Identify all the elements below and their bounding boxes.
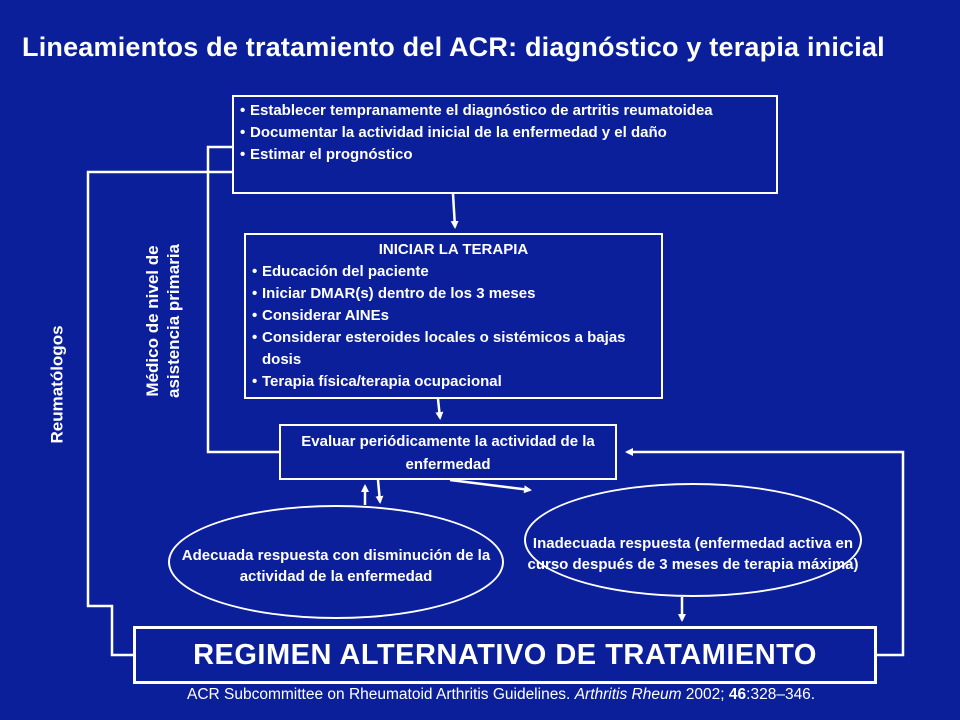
feedback-loop xyxy=(625,448,905,657)
therapy-item: Considerar esteroides locales o sistémic… xyxy=(252,327,655,371)
arrow-diagnosis-to-therapy xyxy=(450,193,459,229)
citation-volume: 46 xyxy=(728,686,747,703)
citation-year: 2002; xyxy=(681,686,729,703)
diagnosis-item: Estimar el prognóstico xyxy=(240,144,770,166)
rheumatologists-label: Reumatólogos xyxy=(47,325,67,444)
inadequate-response-text: Inadecuada respuesta (enfermedad activa … xyxy=(527,535,859,573)
citation: ACR Subcommittee on Rheumatoid Arthritis… xyxy=(187,686,815,704)
arrow-therapy-to-evaluate xyxy=(435,398,444,420)
start-therapy-box: INICIAR LA TERAPIA Educación del pacient… xyxy=(244,233,663,399)
citation-journal: Arthritis Rheum xyxy=(574,686,682,703)
therapy-item: Educación del paciente xyxy=(252,261,655,283)
citation-pages: :328–346. xyxy=(746,686,816,703)
adequate-response-text: Adecuada respuesta con disminución de la… xyxy=(181,547,491,585)
arrow-evaluate-to-adequate xyxy=(375,479,384,504)
therapy-item: Terapia física/terapia ocupacional xyxy=(252,371,655,393)
primary-care-label: Médico de nivel de asistencia primaria xyxy=(143,243,183,399)
primary-care-bracket xyxy=(206,145,279,454)
diagnosis-item: Documentar la actividad inicial de la en… xyxy=(240,122,770,144)
inadequate-response-ellipse: Inadecuada respuesta (enfermedad activa … xyxy=(524,483,862,597)
evaluate-box: Evaluar periódicamente la actividad de l… xyxy=(279,424,617,480)
adequate-response-ellipse: Adecuada respuesta con disminución de la… xyxy=(168,505,504,619)
therapy-item: Iniciar DMAR(s) dentro de los 3 meses xyxy=(252,283,655,305)
citation-authors: ACR Subcommittee on Rheumatoid Arthritis… xyxy=(187,686,575,703)
page-title: Lineamientos de tratamiento del ACR: dia… xyxy=(22,32,885,62)
rheumatologist-bracket xyxy=(86,170,232,657)
start-therapy-heading: INICIAR LA TERAPIA xyxy=(378,241,529,258)
alternative-regimen-box: REGIMEN ALTERNATIVO DE TRATAMIENTO xyxy=(133,626,877,684)
arrow-evaluate-to-inadequate xyxy=(449,478,532,494)
diagnosis-item: Establecer tempranamente el diagnóstico … xyxy=(240,100,770,122)
diagnosis-box: Establecer tempranamente el diagnóstico … xyxy=(232,95,778,194)
therapy-item: Considerar AINEs xyxy=(252,305,655,327)
